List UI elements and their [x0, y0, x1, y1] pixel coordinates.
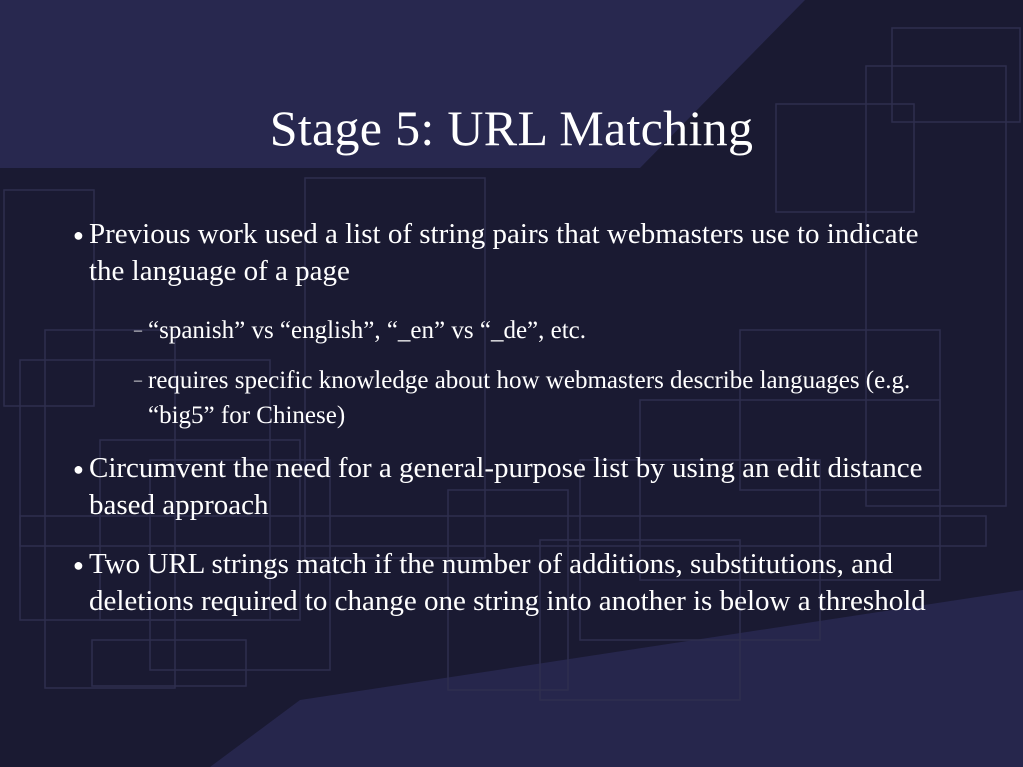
slide-title: Stage 5: URL Matching: [269, 100, 754, 156]
sub-bullet-dash-icon: –: [134, 322, 142, 339]
sub-bullet-text: requires specific knowledge about how we…: [148, 367, 911, 429]
bullet-dot-icon: ●: [73, 459, 84, 479]
background-diagonal-band: [0, 0, 805, 168]
bullet-dot-icon: ●: [73, 225, 84, 245]
bullet-text: Circumvent the need for a general-purpos…: [89, 452, 923, 521]
bullet-item: ● Previous work used a list of string pa…: [73, 216, 959, 290]
sub-bullet-item: – requires specific knowledge about how …: [134, 363, 918, 433]
sub-bullet-item: – “spanish” vs “english”, “_en” vs “_de”…: [134, 313, 928, 348]
bullet-dot-icon: ●: [73, 555, 84, 575]
bullet-text: Previous work used a list of string pair…: [89, 218, 919, 287]
background-outline-rects: [3, 27, 1021, 701]
sub-bullet-dash-icon: –: [134, 372, 142, 389]
bullet-item: ● Circumvent the need for a general-purp…: [73, 450, 959, 524]
bullet-text: Two URL strings match if the number of a…: [89, 548, 926, 617]
sub-bullet-text: “spanish” vs “english”, “_en” vs “_de”, …: [148, 317, 587, 344]
bullet-item: ● Two URL strings match if the number of…: [73, 546, 929, 620]
